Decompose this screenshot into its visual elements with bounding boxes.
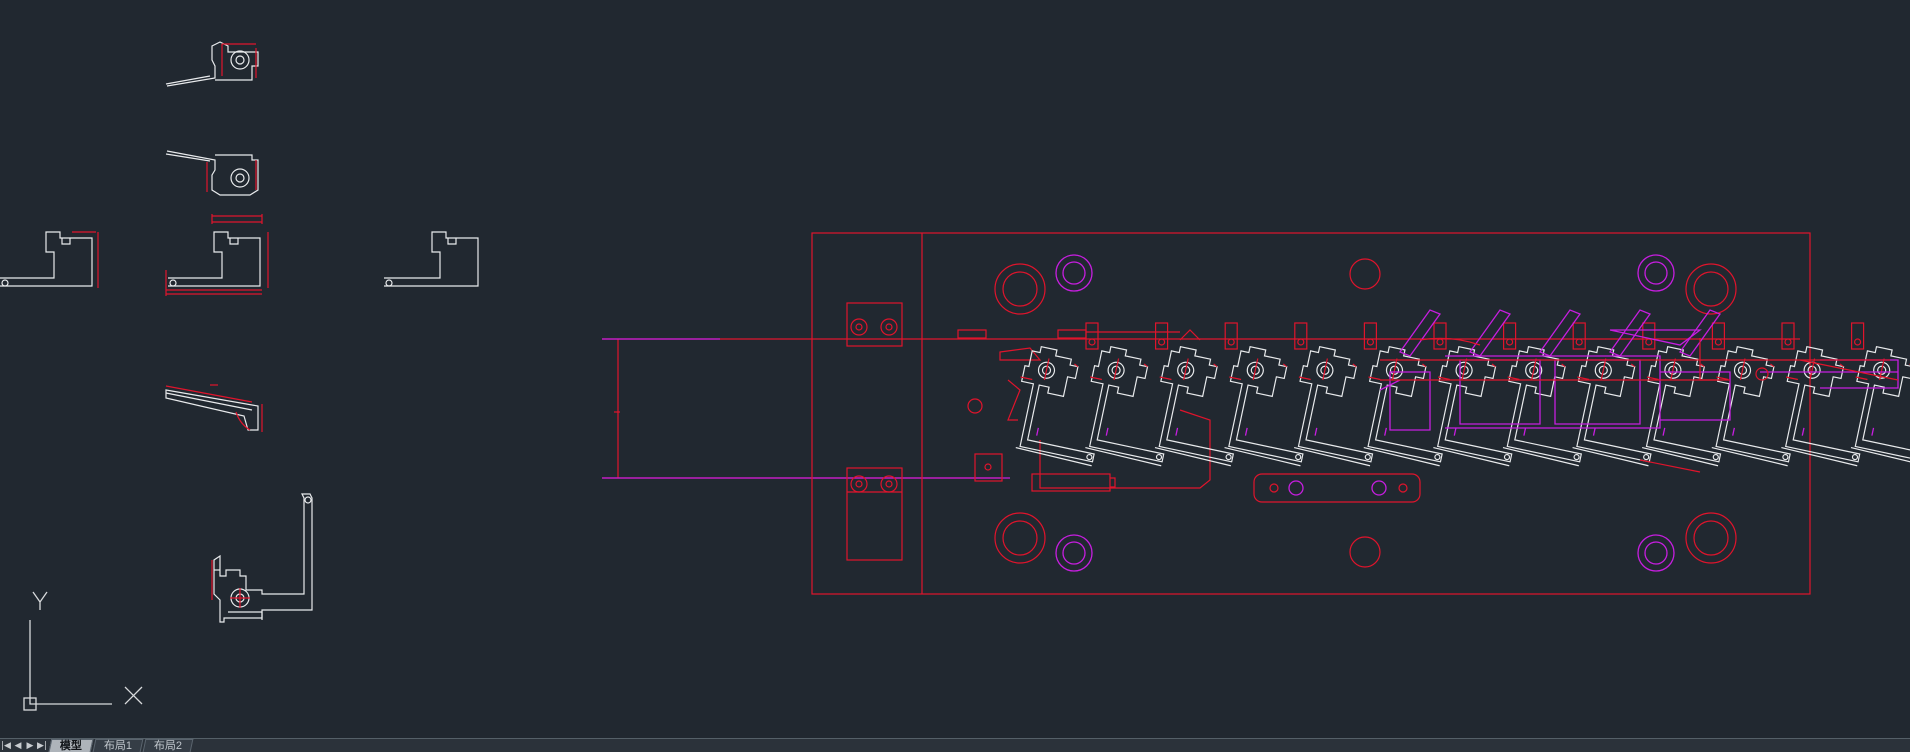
strip-station [1502, 345, 1583, 467]
pilot-pad [1850, 322, 1865, 350]
part-view-side [165, 384, 263, 432]
pilot-pad [1294, 322, 1308, 350]
strip-station [1711, 345, 1791, 467]
pilot-pad [1572, 322, 1586, 350]
pilot-pad [1363, 322, 1378, 350]
ucs-icon [23, 591, 143, 711]
strip-station [1085, 345, 1165, 467]
strip-station [1294, 345, 1374, 467]
pilot-pad [1433, 322, 1447, 350]
pilot-hole [1436, 338, 1444, 346]
part-view-unfolded [211, 493, 313, 623]
next-tab-arrow[interactable]: ▶ [26, 741, 34, 751]
strip-stations [1015, 322, 1910, 467]
strip-station [1850, 345, 1910, 467]
last-tab-arrow[interactable]: ▶| [37, 741, 47, 751]
pilot-pad [1781, 322, 1795, 350]
pilot-pad [1085, 322, 1099, 350]
die-plate [811, 232, 1811, 595]
die-overlays [1179, 329, 1899, 473]
part-view-front-left [0, 231, 99, 288]
pilot-hole [1645, 338, 1653, 346]
pilot-hole [1366, 338, 1375, 346]
first-tab-arrow[interactable]: |◀ [1, 741, 11, 751]
strip-station [1224, 345, 1304, 467]
strip-station [1781, 345, 1861, 467]
pilot-hole [1853, 338, 1862, 346]
part-view-front-center [165, 214, 269, 296]
strip-station [1154, 345, 1235, 467]
strip-station [1572, 345, 1652, 467]
strip-station [1015, 345, 1095, 467]
strip-station [1433, 345, 1513, 467]
part-view-top-1 [165, 41, 259, 87]
pilot-hole [1714, 338, 1723, 346]
tab-layout1[interactable]: 布局1 [92, 739, 144, 752]
tab-model[interactable]: 模型 [48, 739, 94, 752]
pilot-pad [1711, 322, 1726, 350]
pilot-pad [1154, 322, 1169, 350]
part-view-top-2 [165, 150, 259, 196]
pilot-pad [1224, 322, 1238, 350]
pilot-pad [1642, 322, 1656, 350]
tab-layout2[interactable]: 布局2 [142, 739, 194, 752]
pilot-pad [1502, 322, 1517, 350]
layout-tab-bar: |◀ ◀ ▶ ▶| 模型 布局1 布局2 [0, 738, 1910, 752]
pilot-hole [1157, 338, 1166, 346]
pilot-hole [1505, 338, 1514, 346]
strip-guide-lines [602, 338, 1800, 479]
pilot-hole [1575, 338, 1583, 346]
strip-station [1363, 345, 1443, 467]
pilot-hole [1227, 338, 1235, 346]
part-view-front-right [384, 231, 479, 287]
pilot-hole [1088, 338, 1096, 346]
strip-station [1642, 345, 1722, 467]
prev-tab-arrow[interactable]: ◀ [14, 741, 22, 751]
pilot-hole [1784, 338, 1792, 346]
pilot-hole [1297, 338, 1305, 346]
